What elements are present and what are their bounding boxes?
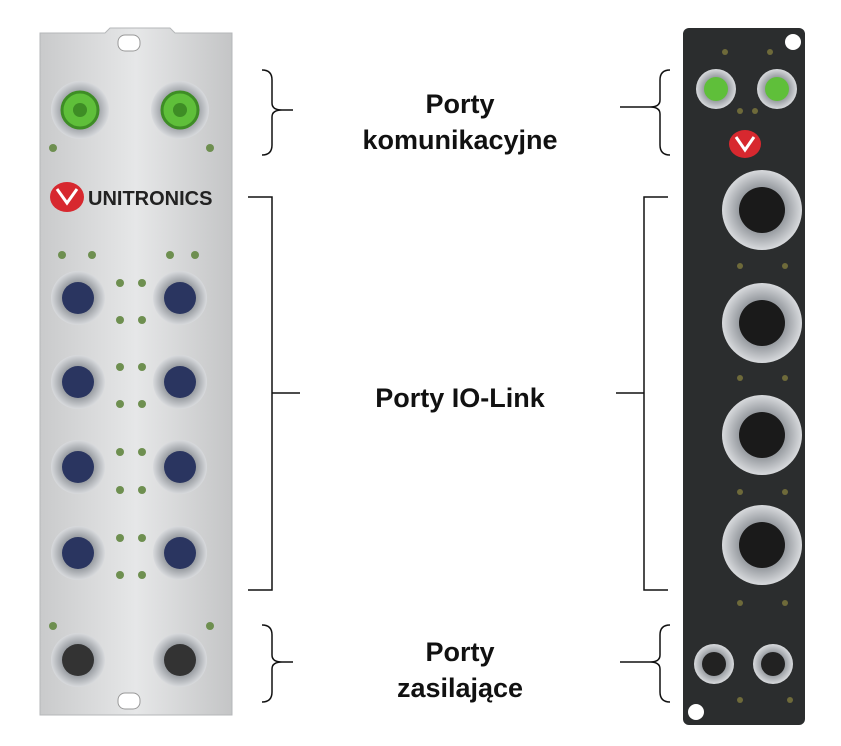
mount-hole-bottom	[688, 704, 704, 720]
label-comm-line2: komunikacyjne	[362, 125, 558, 155]
io-port	[51, 526, 105, 580]
bracket-power-right	[620, 624, 671, 703]
io-port	[722, 170, 802, 250]
power-port-right	[153, 633, 207, 687]
mount-hole-bottom	[117, 692, 141, 710]
unitronics-logo: UNITRONICS	[50, 182, 212, 212]
brand-icon	[729, 130, 761, 158]
power-port-left	[51, 633, 105, 687]
io-port	[153, 526, 207, 580]
io-port	[722, 395, 802, 475]
io-port	[722, 505, 802, 585]
bracket-comm-left	[261, 69, 293, 156]
mount-hole-top	[117, 34, 141, 52]
comm-port-left	[696, 69, 736, 109]
label-comm-line1: Porty	[425, 89, 495, 119]
io-port	[153, 271, 207, 325]
left-module: UNITRONICS	[39, 27, 233, 716]
bracket-comm-right	[620, 69, 671, 156]
label-iolink-ports: Porty IO-Link	[330, 380, 590, 416]
io-port	[153, 440, 207, 494]
label-power-ports: Porty zasilające	[330, 634, 590, 706]
bracket-iolink-right	[616, 196, 668, 591]
comm-port-left	[51, 81, 109, 139]
io-port	[722, 283, 802, 363]
bracket-iolink-left	[248, 196, 300, 591]
power-port-right	[753, 644, 793, 684]
label-power-line1: Porty	[425, 637, 495, 667]
label-iolink: Porty IO-Link	[375, 383, 545, 413]
io-ports-left	[51, 251, 207, 580]
label-power-line2: zasilające	[396, 673, 524, 703]
label-comm-ports: Porty komunikacyjne	[330, 86, 590, 158]
power-port-left	[694, 644, 734, 684]
right-module	[683, 28, 805, 725]
io-port	[153, 355, 207, 409]
brackets	[248, 69, 671, 703]
io-port	[51, 355, 105, 409]
io-port	[51, 440, 105, 494]
mount-hole-top	[785, 34, 801, 50]
io-ports-right	[722, 170, 802, 606]
comm-port-right	[757, 69, 797, 109]
io-port	[51, 271, 105, 325]
bracket-power-left	[261, 624, 293, 703]
comm-port-right	[151, 81, 209, 139]
logo-text: UNITRONICS	[88, 188, 212, 210]
